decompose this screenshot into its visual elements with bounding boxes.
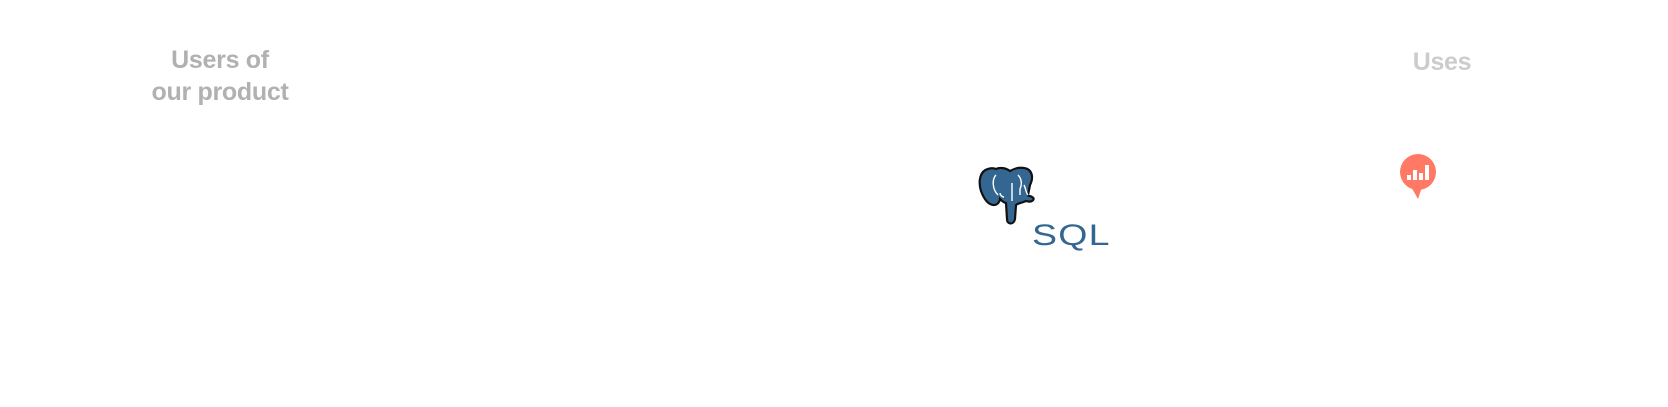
uses-heading: Uses: [1412, 48, 1472, 76]
postgresql-elephant-icon: [978, 166, 1035, 225]
redash-chart-bubble-icon: [1400, 154, 1436, 199]
heading-line-1: Users of: [171, 46, 269, 74]
postgresql-text: SQL: [1032, 219, 1111, 252]
users-of-our-product-heading: Users of our product: [120, 44, 320, 108]
postgresql-logo: SQL: [978, 165, 1111, 255]
heading-line-2: our product: [151, 78, 289, 106]
